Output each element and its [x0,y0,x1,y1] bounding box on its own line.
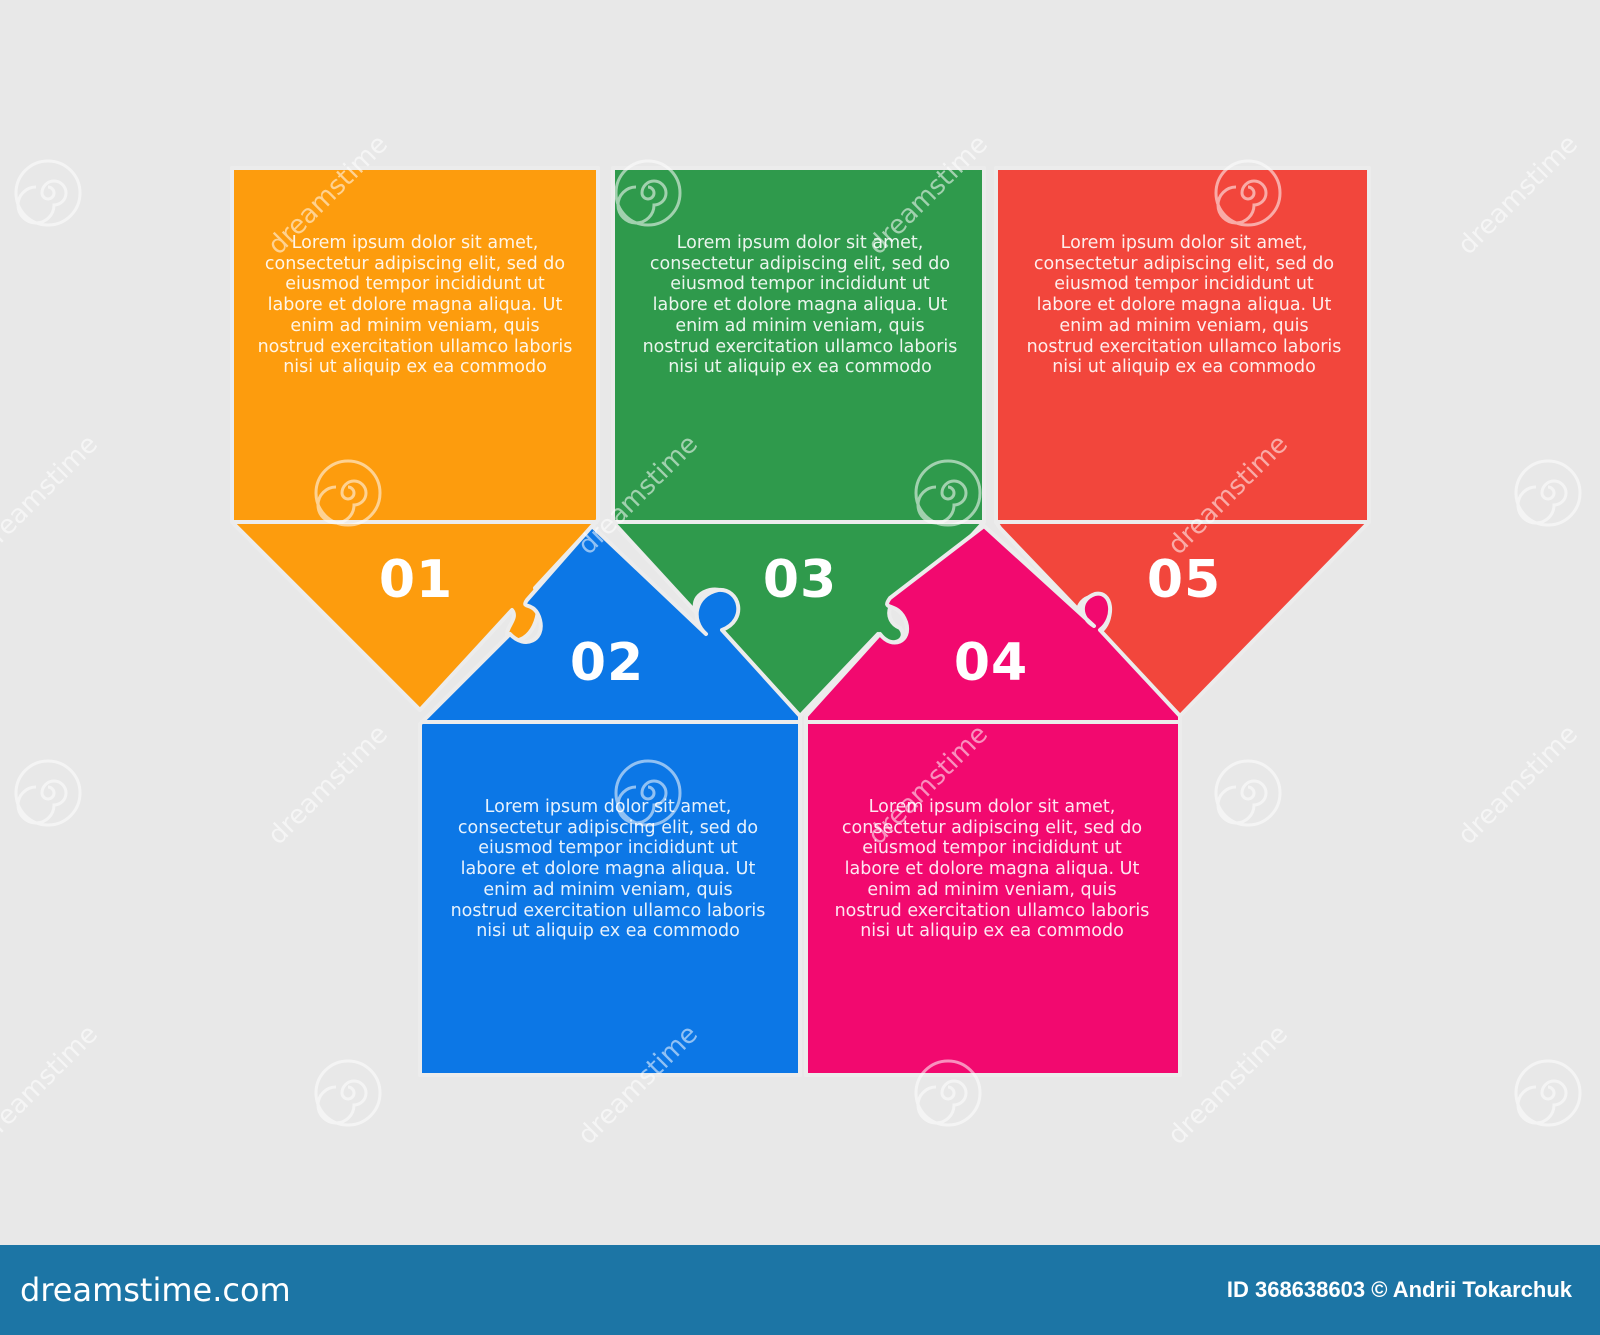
spiral-icon [14,159,82,227]
step-number-03: 03 [763,550,837,610]
footer-logo[interactable]: dreamstime.com [20,1271,291,1309]
step-02-text: Lorem ipsum dolor sit amet, consectetur … [450,797,766,942]
spiral-icon [314,1059,382,1127]
step-number-05: 05 [1147,550,1221,610]
spiral-icon [914,1059,982,1127]
puzzle-piece-02 [418,524,802,1077]
footer-credit: ID 368638603 © Andrii Tokarchuk [1226,1277,1572,1302]
spiral-icon [1514,1059,1582,1127]
spiral-icon [14,759,82,827]
puzzle-diagram: 01 02 03 04 05 [230,166,1371,1077]
footer-bar: dreamstime.com ID 368638603 © Andrii Tok… [0,1245,1600,1335]
step-01-text: Lorem ipsum dolor sit amet, consectetur … [257,233,573,378]
step-number-01: 01 [379,550,453,610]
step-03-text: Lorem ipsum dolor sit amet, consectetur … [642,233,958,378]
spiral-icon [914,459,982,527]
step-number-04: 04 [954,633,1028,693]
spiral-icon [1214,759,1282,827]
spiral-icon [614,759,682,827]
puzzle-piece-04 [804,524,1182,1077]
step-04-text: Lorem ipsum dolor sit amet, consectetur … [834,797,1150,942]
step-05-text: Lorem ipsum dolor sit amet, consectetur … [1026,233,1342,378]
spiral-icon [614,159,682,227]
spiral-icon [1514,459,1582,527]
spiral-icon [1214,159,1282,227]
step-number-02: 02 [570,633,644,693]
spiral-icon [314,459,382,527]
